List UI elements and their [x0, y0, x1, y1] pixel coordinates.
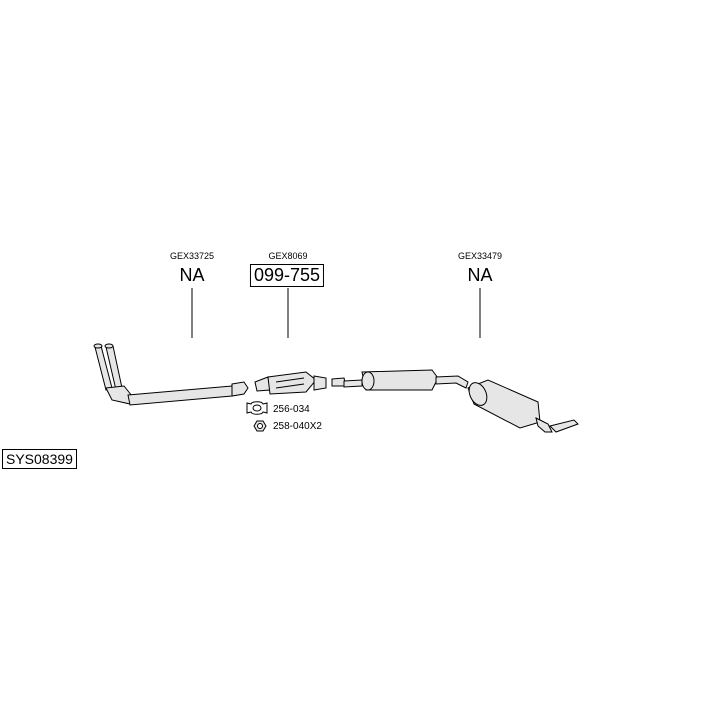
system-code-label: SYS08399 — [2, 449, 77, 469]
nut-code: 258-040X2 — [273, 421, 322, 432]
middle-silencer — [331, 369, 469, 391]
part-ref-catalyst: GEX8069 — [268, 251, 308, 261]
catalytic-converter — [254, 371, 327, 395]
part-value-rear-box: NA — [467, 265, 493, 285]
front-pipe — [93, 343, 249, 406]
part-ref-rear-box: GEX33479 — [457, 251, 503, 261]
nut-icon — [253, 420, 267, 432]
rear-silencer — [467, 379, 579, 433]
gasket-code: 256-034 — [273, 404, 310, 415]
part-number-catalyst[interactable]: 099-755 — [249, 264, 325, 287]
part-value-front-pipe: NA — [179, 265, 205, 285]
part-ref-front-pipe: GEX33725 — [169, 251, 215, 261]
gasket-icon — [246, 401, 268, 415]
